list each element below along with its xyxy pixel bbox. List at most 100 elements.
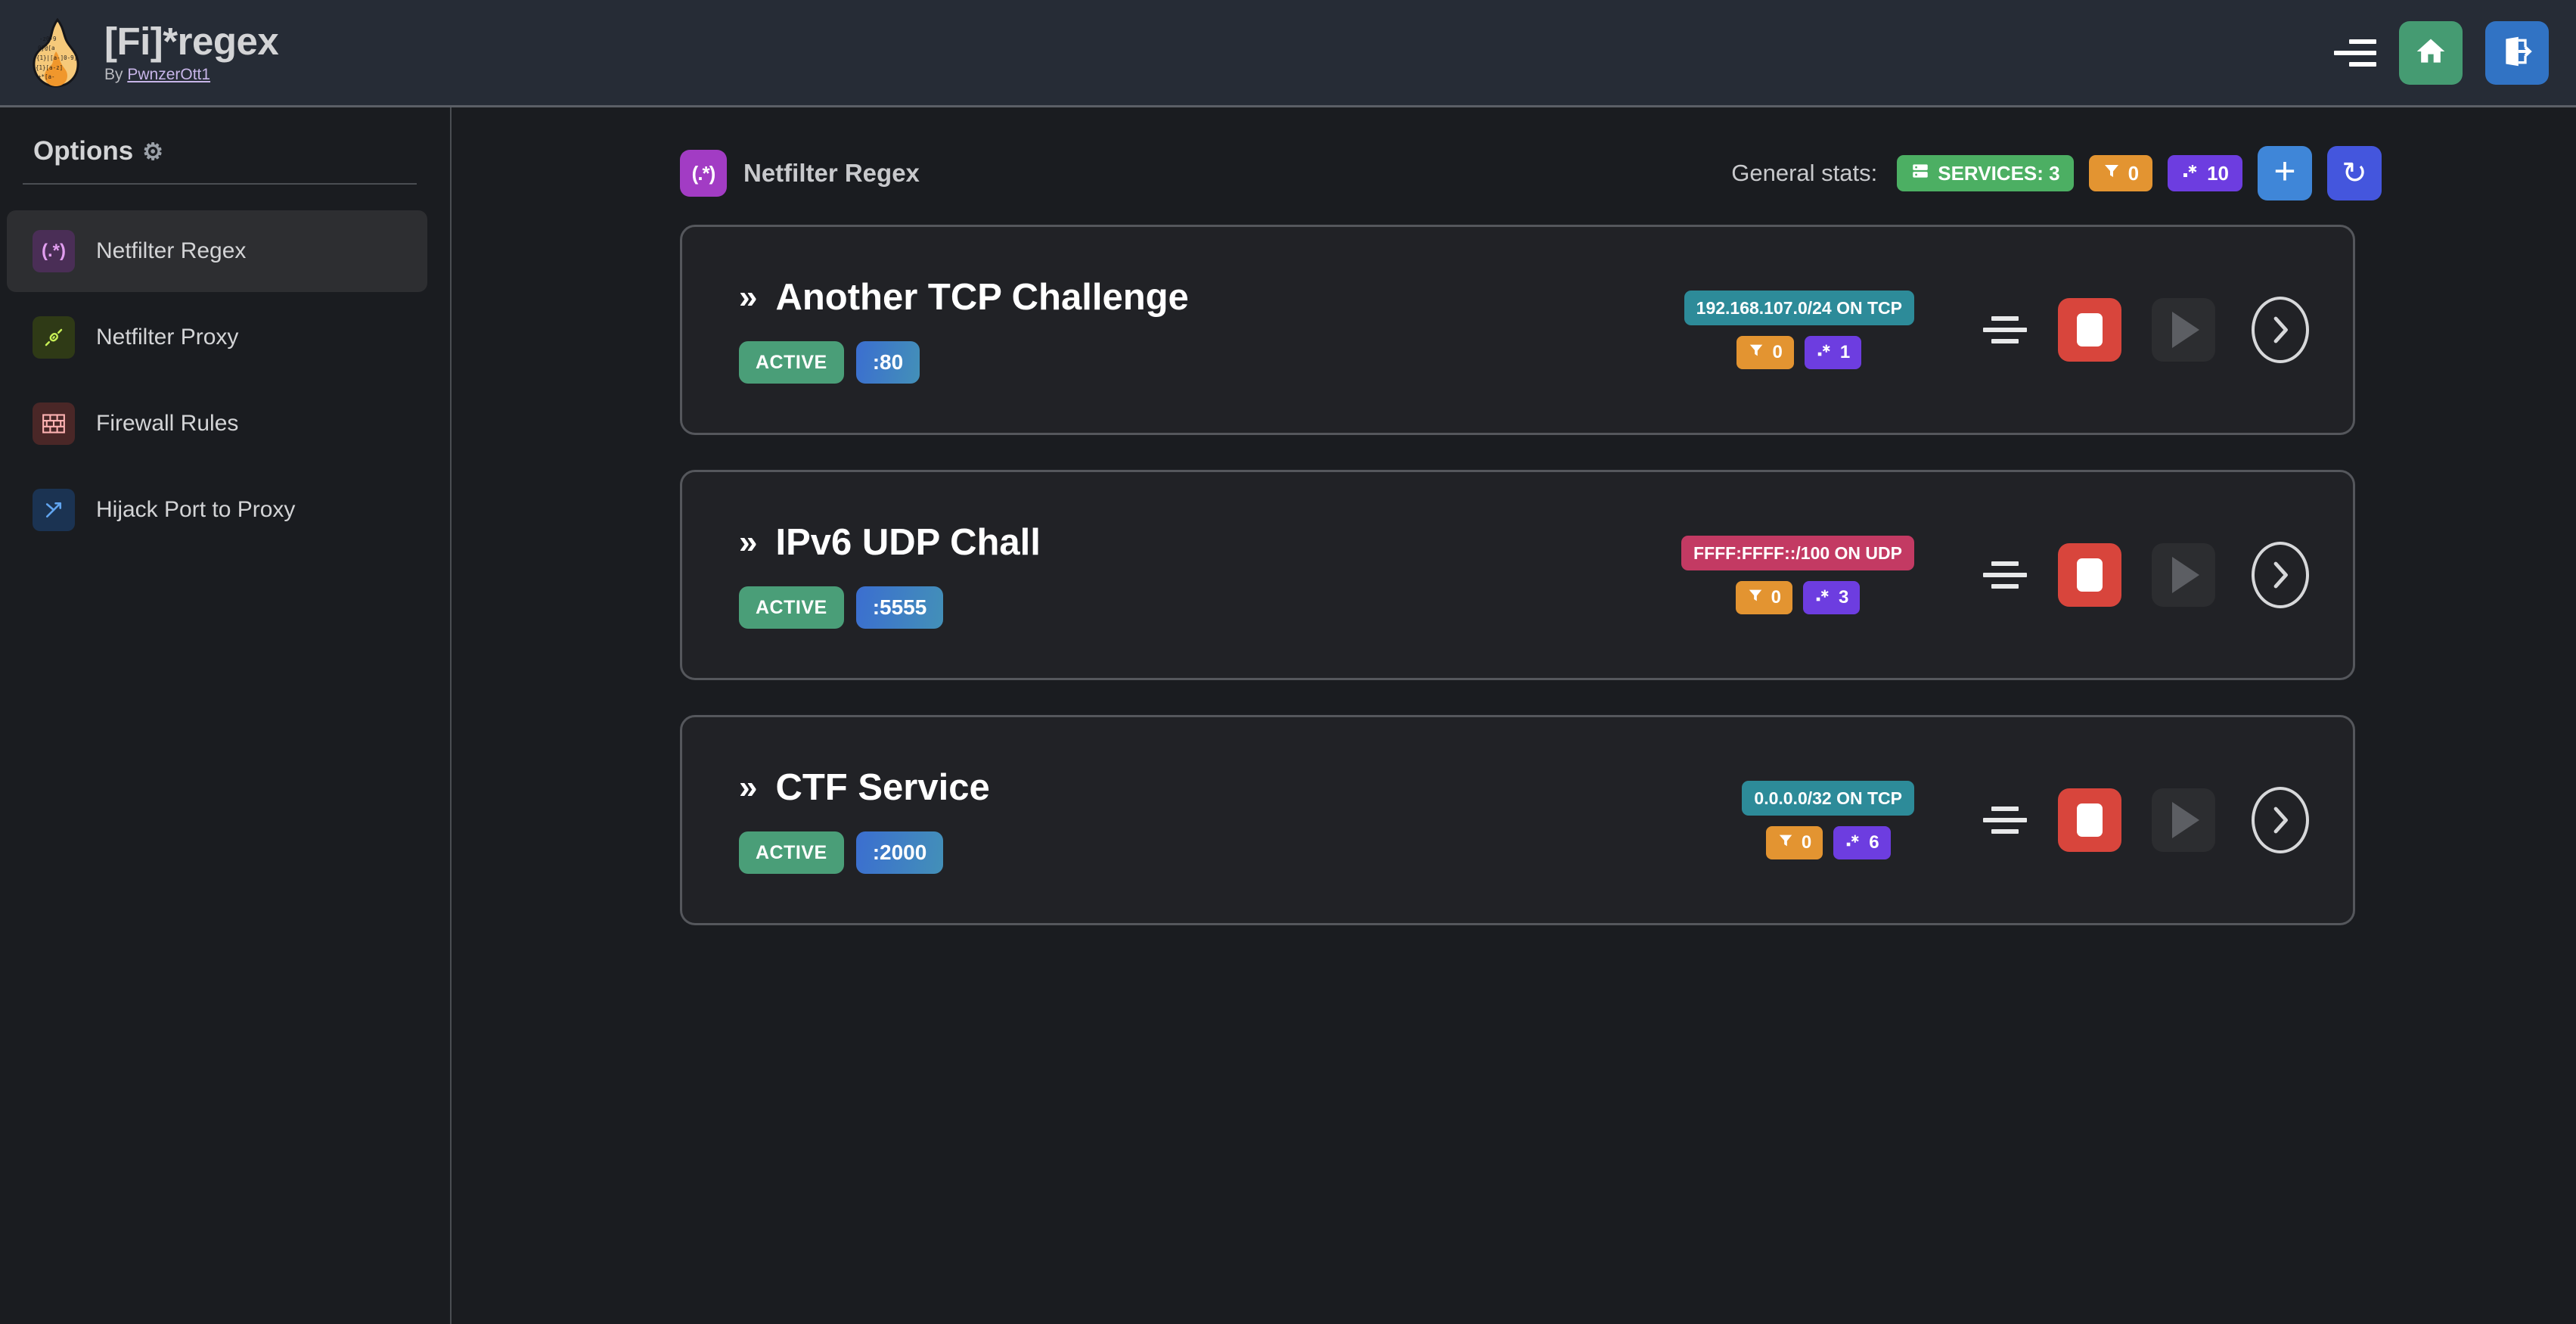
sidebar-nav: (.*) Netfilter Regex Netfilter Proxy Fir… [0, 210, 450, 551]
regex-small-icon [1816, 342, 1833, 364]
svg-text:+*[a-: +*[a- [38, 73, 55, 80]
route-fork-icon [33, 489, 75, 531]
service-card[interactable]: » IPv6 UDP Chall ACTIVE :5555 FFFF:FFFF:… [680, 470, 2355, 680]
play-icon [2172, 312, 2199, 348]
port-badge: :2000 [855, 831, 944, 874]
filter-icon [1748, 342, 1764, 364]
play-button[interactable] [2152, 543, 2215, 607]
content-header: (.*) Netfilter Regex General stats: SERV… [680, 145, 2382, 201]
by-prefix: By [104, 66, 128, 84]
stat-services-badge: SERVICES: 3 [1897, 155, 2074, 191]
stop-icon [2077, 558, 2103, 592]
regex-icon: (.*) [680, 150, 727, 197]
general-stats: General stats: SERVICES: 3 0 10 [1731, 146, 2382, 200]
plug-icon [33, 316, 75, 359]
network-badge: 192.168.107.0/24 ON TCP [1684, 291, 1914, 325]
stop-icon [2077, 313, 2103, 347]
service-regexes-count: 1 [1839, 342, 1851, 362]
sidebar-divider [23, 183, 417, 185]
brand: -z0-9 0}@[a {1}|[a-]0-9] {1}[a-z] +*[a- … [27, 17, 279, 88]
stat-services-label: SERVICES: 3 [1938, 161, 2060, 185]
regex-icon: (.*) [33, 230, 75, 272]
status-badge: ACTIVE [739, 586, 844, 629]
refresh-button[interactable]: ↻ [2327, 146, 2382, 200]
sidebar-item-label: Netfilter Regex [96, 238, 247, 263]
open-service-button[interactable] [2252, 787, 2309, 853]
service-counters: 0 3 [1735, 581, 1861, 614]
service-regexes-badge: 6 [1833, 826, 1891, 859]
service-info: » IPv6 UDP Chall ACTIVE :5555 [739, 521, 1041, 629]
stat-regexes-badge: 10 [2168, 155, 2242, 191]
stop-button[interactable] [2058, 543, 2121, 607]
sidebar-item-label: Firewall Rules [96, 411, 239, 436]
logout-icon [2500, 35, 2534, 70]
regex-icon-glyph: (.*) [691, 161, 716, 185]
service-name: IPv6 UDP Chall [775, 522, 1041, 563]
double-chevron-icon: » [739, 769, 758, 806]
service-network-group: 192.168.107.0/24 ON TCP 0 1 [1684, 291, 1914, 369]
align-menu-icon[interactable] [1982, 555, 2028, 595]
stop-button[interactable] [2058, 788, 2121, 852]
play-button[interactable] [2152, 298, 2215, 362]
service-name: Another TCP Challenge [775, 277, 1189, 318]
general-stats-label: General stats: [1731, 160, 1878, 186]
service-regexes-badge: 1 [1804, 336, 1862, 369]
sidebar: Options ⚙ (.*) Netfilter Regex Netfilter… [0, 107, 452, 1324]
play-button[interactable] [2152, 788, 2215, 852]
service-counters: 0 1 [1736, 336, 1862, 369]
app-byline: By PwnzerOtt1 [104, 66, 278, 84]
sidebar-item-netfilter-proxy[interactable]: Netfilter Proxy [7, 297, 427, 378]
home-button[interactable] [2399, 20, 2463, 85]
status-badge: ACTIVE [739, 341, 844, 384]
flame-regex-logo-icon: -z0-9 0}@[a {1}|[a-]0-9] {1}[a-z] +*[a- [27, 17, 85, 88]
open-service-button[interactable] [2252, 297, 2309, 363]
author-link[interactable]: PwnzerOtt1 [127, 66, 211, 84]
service-card[interactable]: » CTF Service ACTIVE :2000 0.0.0.0/32 ON… [680, 715, 2355, 925]
stat-filters-badge: 0 [2088, 155, 2153, 191]
service-title: » Another TCP Challenge [739, 276, 1189, 319]
service-regexes-count: 3 [1839, 587, 1849, 608]
sidebar-heading-label: Options [33, 136, 134, 166]
sidebar-item-hijack-port-to-proxy[interactable]: Hijack Port to Proxy [7, 469, 427, 551]
logout-button[interactable] [2485, 20, 2549, 85]
plus-icon: + [2273, 150, 2296, 192]
service-info: » Another TCP Challenge ACTIVE :80 [739, 276, 1189, 384]
service-card[interactable]: » Another TCP Challenge ACTIVE :80 192.1… [680, 225, 2355, 435]
sidebar-heading: Options ⚙ [33, 136, 450, 166]
stat-filters-label: 0 [2128, 161, 2140, 185]
hamburger-menu-icon[interactable] [2334, 36, 2376, 70]
svg-text:{1}[a-z]: {1}[a-z] [36, 64, 63, 71]
regex-small-icon [2181, 162, 2199, 185]
app-title: [Fi]*regex [104, 19, 279, 63]
server-icon [1910, 161, 1930, 186]
sidebar-item-label: Hijack Port to Proxy [96, 497, 296, 522]
stop-icon [2077, 803, 2103, 837]
service-tags: ACTIVE :2000 [739, 831, 990, 874]
filter-icon [1777, 832, 1794, 854]
svg-text:-z0-9: -z0-9 [39, 36, 57, 42]
sidebar-item-netfilter-regex[interactable]: (.*) Netfilter Regex [7, 210, 427, 292]
page-title: Netfilter Regex [743, 159, 920, 187]
service-network-group: 0.0.0.0/32 ON TCP 0 6 [1742, 781, 1914, 859]
port-badge: :5555 [855, 586, 944, 629]
play-icon [2172, 802, 2199, 838]
open-service-button[interactable] [2252, 542, 2309, 608]
regex-small-icon [1814, 587, 1831, 609]
stop-button[interactable] [2058, 298, 2121, 362]
regex-small-icon [1845, 832, 1861, 854]
service-counters: 0 6 [1765, 826, 1891, 859]
align-menu-icon[interactable] [1982, 310, 2028, 350]
service-network-group: FFFF:FFFF::/100 ON UDP 0 3 [1681, 536, 1914, 614]
align-menu-icon[interactable] [1982, 800, 2028, 840]
service-name: CTF Service [775, 767, 990, 808]
gear-icon: ⚙ [142, 138, 164, 165]
add-service-button[interactable]: + [2258, 146, 2312, 200]
sidebar-item-firewall-rules[interactable]: Firewall Rules [7, 383, 427, 465]
app-header: -z0-9 0}@[a {1}|[a-]0-9] {1}[a-z] +*[a- … [0, 0, 2576, 107]
service-filters-count: 0 [1801, 832, 1812, 853]
refresh-icon: ↻ [2342, 157, 2367, 190]
status-badge: ACTIVE [739, 831, 844, 874]
service-tags: ACTIVE :80 [739, 341, 1189, 384]
filter-icon [2103, 162, 2121, 185]
filter-icon [1747, 587, 1764, 609]
